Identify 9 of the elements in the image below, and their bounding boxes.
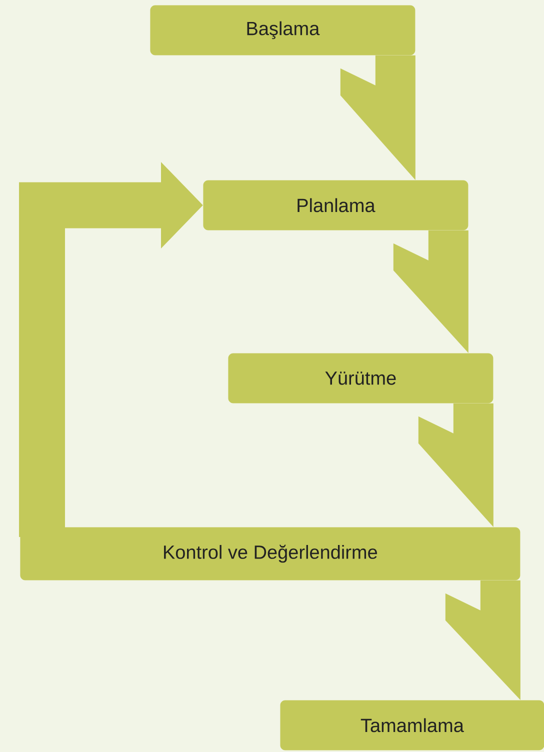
bent-arrow xyxy=(418,403,494,527)
process-box: Yürütme xyxy=(228,353,494,404)
bent-arrow xyxy=(445,580,520,700)
bent-arrow xyxy=(393,230,468,353)
process-box: Planlama xyxy=(203,180,468,230)
bent-arrow xyxy=(340,55,416,180)
process-box: Kontrol ve Değerlendirme xyxy=(20,527,520,580)
process-box: Başlama xyxy=(150,5,416,56)
process-box: Tamamlama xyxy=(280,700,544,750)
